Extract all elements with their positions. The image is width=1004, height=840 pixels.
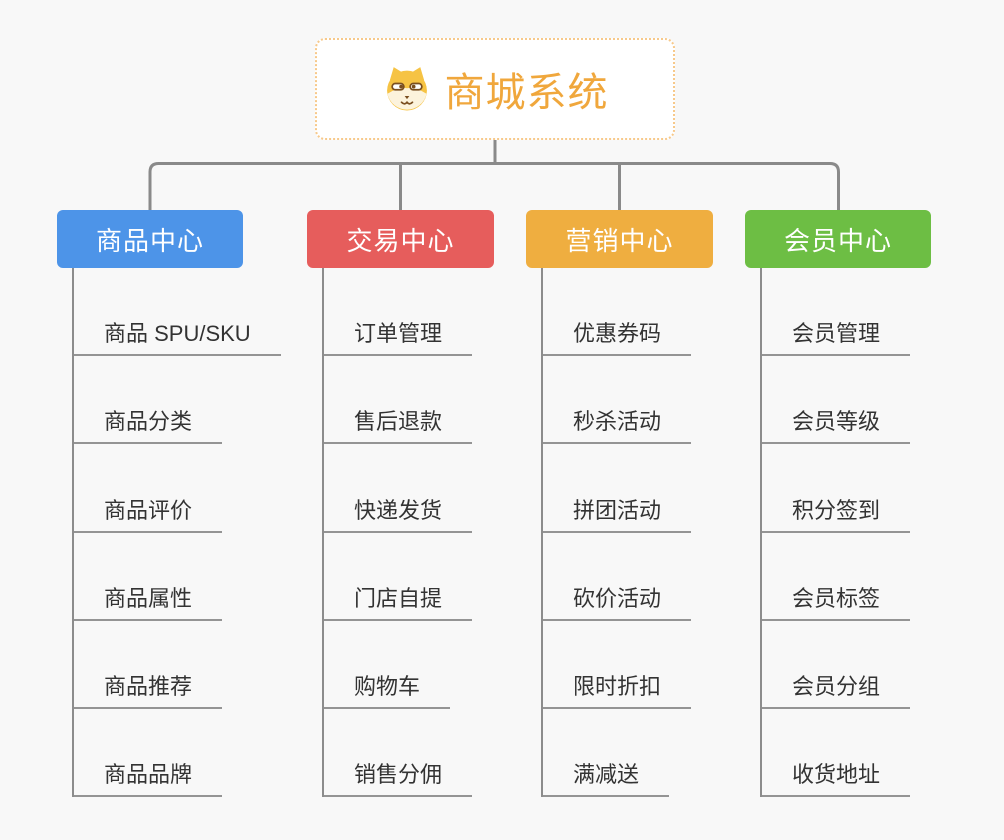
leaf-node[interactable]: 限时折扣 [541,621,692,709]
branch-children-product-center: 商品 SPU/SKU 商品分类 商品评价 商品属性 商品推荐 商品品牌 [72,268,312,798]
leaf-node[interactable]: 秒杀活动 [541,356,692,445]
leaf-node[interactable]: 砍价活动 [541,533,692,621]
branch-header-marketing-center[interactable]: 营销中心 [526,210,713,268]
leaf-node[interactable]: 满减送 [541,709,670,798]
leaf-node[interactable]: 商品属性 [72,533,223,621]
dog-icon [386,67,427,111]
leaf-node[interactable]: 会员管理 [760,268,911,357]
leaf-node[interactable]: 商品推荐 [72,621,223,709]
branch-header-trade-center[interactable]: 交易中心 [307,210,494,268]
branch-children-trade-center: 订单管理 售后退款 快递发货 门店自提 购物车 销售分佣 [322,268,562,798]
leaf-node[interactable]: 门店自提 [322,533,473,621]
branch-children-member-center: 会员管理 会员等级 积分签到 会员标签 会员分组 收货地址 [760,268,1000,798]
leaf-node[interactable]: 商品评价 [72,444,223,533]
leaf-node[interactable]: 售后退款 [322,356,473,445]
leaf-node[interactable]: 订单管理 [322,268,473,357]
leaf-node[interactable]: 会员等级 [760,356,911,445]
root-title: 商城系统 [444,71,609,115]
branch-header-member-center[interactable]: 会员中心 [745,210,931,268]
leaf-node[interactable]: 购物车 [322,621,451,709]
leaf-node[interactable]: 拼团活动 [541,444,692,533]
leaf-node[interactable]: 收货地址 [760,709,911,798]
leaf-node[interactable]: 商品品牌 [72,709,223,798]
leaf-node[interactable]: 商品分类 [72,356,223,445]
leaf-node[interactable]: 快递发货 [322,444,473,533]
leaf-node[interactable]: 商品 SPU/SKU [72,268,281,357]
branch-rail-line [148,162,840,210]
leaf-node[interactable]: 会员分组 [760,621,911,709]
leaf-node[interactable]: 销售分佣 [322,709,473,798]
leaf-node[interactable]: 积分签到 [760,444,911,533]
leaf-node[interactable]: 优惠券码 [541,268,692,357]
branch-header-product-center[interactable]: 商品中心 [57,210,243,268]
branch-children-marketing-center: 优惠券码 秒杀活动 拼团活动 砍价活动 限时折扣 满减送 [541,268,781,798]
root-node[interactable]: 商城系统 [315,38,675,140]
leaf-node[interactable]: 会员标签 [760,533,911,621]
